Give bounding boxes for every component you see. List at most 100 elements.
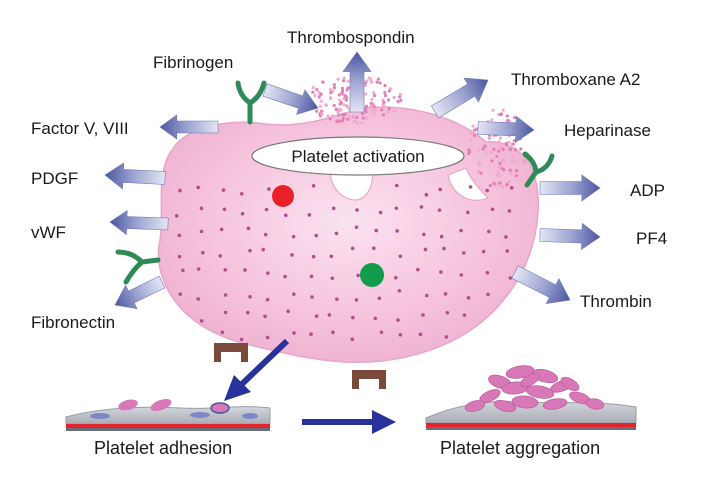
aggregated-platelet [525, 385, 555, 399]
platelet-dot [439, 270, 443, 274]
platelet-dot [466, 296, 471, 300]
platelet-dot [421, 313, 425, 317]
label-thrombospondin: Thrombospondin [287, 28, 415, 47]
granule-dot [498, 161, 502, 166]
platelet-dot [439, 234, 444, 239]
granule-dot [472, 128, 477, 132]
platelet-dot [201, 250, 205, 255]
granule-dot [492, 147, 496, 151]
granule-dot [313, 94, 317, 98]
granule-dot [335, 119, 339, 123]
platelet-dot [416, 267, 420, 272]
activation-ellipse [251, 136, 465, 176]
release-arrow [342, 51, 372, 113]
granule-dot [348, 116, 352, 120]
platelet-dot [291, 234, 296, 239]
platelet-dot [504, 235, 508, 239]
granule-dot [383, 91, 387, 95]
granule-dot [369, 101, 373, 106]
platelet-dot [424, 192, 429, 197]
granule-dot [507, 179, 511, 184]
platelet-dot [354, 298, 359, 302]
granule-dot [484, 152, 488, 156]
platelet-dot [394, 206, 399, 211]
platelet-dot [424, 293, 429, 298]
platelet-dot [178, 188, 182, 193]
label-adp: ADP [630, 181, 665, 200]
granule-dot [370, 80, 374, 84]
platelet-dot [397, 288, 402, 293]
platelet-dot [393, 276, 398, 280]
release-arrow [109, 210, 169, 236]
platelet-dot [239, 191, 244, 196]
release-arrows [104, 51, 601, 310]
granule-dot [387, 107, 391, 111]
platelet-dot [373, 316, 378, 321]
granule-dot [501, 185, 505, 189]
platelet-dot [178, 292, 183, 297]
granule-dot [396, 100, 400, 104]
granule-dot [478, 163, 482, 167]
platelet-dot [218, 254, 223, 258]
granule-dot [326, 114, 330, 118]
platelet-dot [248, 294, 252, 299]
platelet-dot [263, 232, 268, 237]
granule-dot [353, 119, 357, 123]
aggregated-platelet [464, 400, 486, 412]
platelet-dot [286, 309, 290, 314]
granule-dot [490, 118, 494, 122]
platelet-dot [331, 206, 336, 211]
platelet-dot [459, 273, 464, 277]
granule-dot [513, 148, 518, 152]
aggregated-platelet [520, 372, 540, 388]
platelet-dot [437, 208, 442, 212]
granule-dot [341, 113, 345, 117]
platelet-dot [508, 276, 513, 280]
granule-dot [386, 98, 391, 102]
granule-dot [513, 159, 517, 163]
platelet-dot [177, 254, 182, 259]
platelet-dot [177, 233, 182, 238]
platelet-dot [422, 232, 426, 237]
granule-dot [320, 109, 324, 113]
platelet-dot [350, 246, 355, 251]
granule-dot [319, 92, 323, 96]
granule-dot [479, 171, 483, 175]
red-granule [272, 185, 294, 207]
granule-dot [332, 103, 336, 108]
label-factor: Factor V, VIII [31, 119, 129, 138]
platelet-dot [466, 210, 470, 215]
granule-dot [334, 107, 338, 112]
label-fibronectin: Fibronectin [31, 313, 115, 332]
adhesion-vessel [65, 398, 271, 431]
granule-dot [521, 160, 525, 164]
platelet-dot [223, 293, 228, 297]
aggregated-platelet [560, 376, 580, 392]
granule-dot [364, 104, 369, 108]
platelet-notch-right [447, 167, 490, 201]
granule-dot [329, 91, 333, 95]
granule-dot [398, 92, 402, 97]
green-granule [360, 263, 384, 287]
granule-dot [481, 147, 485, 151]
granule-dot [507, 140, 511, 144]
granule-dot [471, 124, 475, 128]
granule-dot [382, 104, 386, 108]
platelet-dot [243, 268, 247, 272]
granule-dot [321, 80, 325, 84]
release-arrow [159, 114, 219, 140]
label-pdgf: PDGF [31, 169, 78, 188]
granule-dot [490, 159, 494, 163]
granule-dot [342, 79, 346, 83]
granule-dot [469, 138, 473, 142]
platelet-dot [444, 335, 449, 339]
granule-dot [361, 116, 365, 120]
platelet-dot [240, 211, 245, 216]
platelet-dot [396, 318, 400, 322]
granule-dot [468, 150, 472, 154]
granule-dot [514, 173, 519, 178]
granule-dot [386, 110, 390, 114]
platelet-dot [398, 332, 403, 337]
granule-dot [337, 119, 342, 123]
platelet-dot [314, 233, 319, 238]
